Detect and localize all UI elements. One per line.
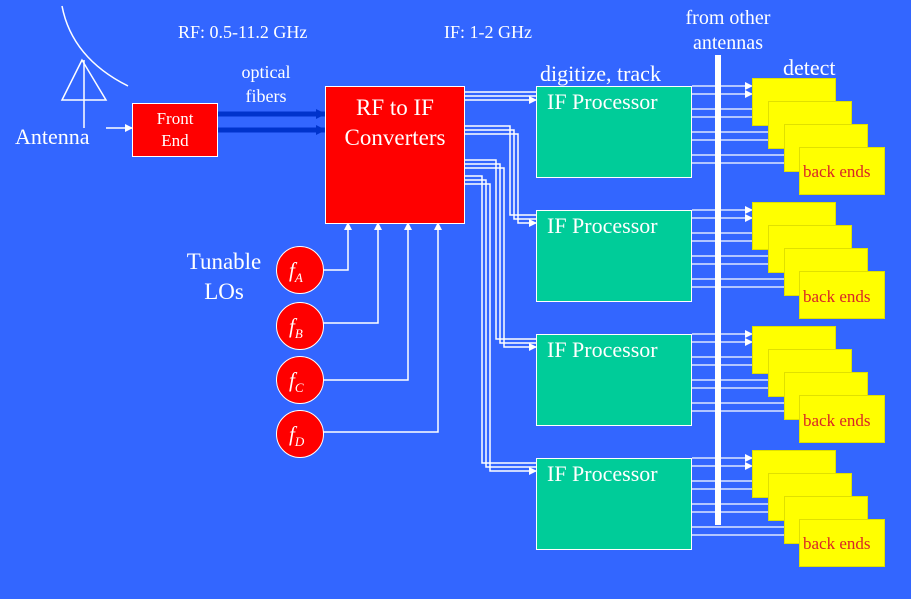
back-ends-label: back ends bbox=[803, 411, 871, 430]
back-end-card bbox=[799, 271, 885, 319]
antenna-label: Antenna bbox=[15, 124, 90, 149]
processor-to-backend-wires bbox=[692, 82, 800, 539]
lo-b-wire bbox=[322, 222, 382, 324]
back-end-card bbox=[799, 519, 885, 567]
tunable-los-label: Tunable LOs bbox=[186, 249, 262, 304]
lo-a-wire bbox=[322, 222, 352, 271]
if-range-label: IF: 1-2 GHz bbox=[444, 22, 532, 42]
optical-fibers-label: optical fibers bbox=[241, 62, 291, 106]
if-processor-1: IF Processor bbox=[536, 86, 692, 178]
antenna-bus bbox=[715, 55, 721, 525]
back-end-card bbox=[799, 395, 885, 443]
back-ends-label: back ends bbox=[803, 287, 871, 306]
digitize-track-label: digitize, track bbox=[540, 61, 661, 86]
rf-range-label: RF: 0.5-11.2 GHz bbox=[178, 22, 308, 42]
lo-c-circle: fC bbox=[276, 356, 324, 404]
front-end-box: Front End bbox=[132, 103, 218, 157]
if-processor-2: IF Processor bbox=[536, 210, 692, 302]
back-ends-label: back ends bbox=[803, 534, 871, 553]
lo-c-wire bbox=[322, 222, 412, 381]
if-processor-3: IF Processor bbox=[536, 334, 692, 426]
lo-b-circle: fB bbox=[276, 302, 324, 350]
lo-d-wire bbox=[322, 222, 442, 433]
back-end-card bbox=[799, 147, 885, 195]
converter-to-if-wires bbox=[465, 91, 537, 475]
antenna-dish bbox=[61, 5, 129, 87]
from-other-antennas-label: from other antennas bbox=[685, 7, 771, 54]
detect-label: detect bbox=[783, 55, 836, 80]
lo-a-circle: fA bbox=[276, 246, 324, 294]
back-ends-label: back ends bbox=[803, 162, 871, 181]
lo-d-circle: fD bbox=[276, 410, 324, 458]
if-processor-4: IF Processor bbox=[536, 458, 692, 550]
rf-to-if-converter-box: RF to IF Converters bbox=[325, 86, 465, 224]
